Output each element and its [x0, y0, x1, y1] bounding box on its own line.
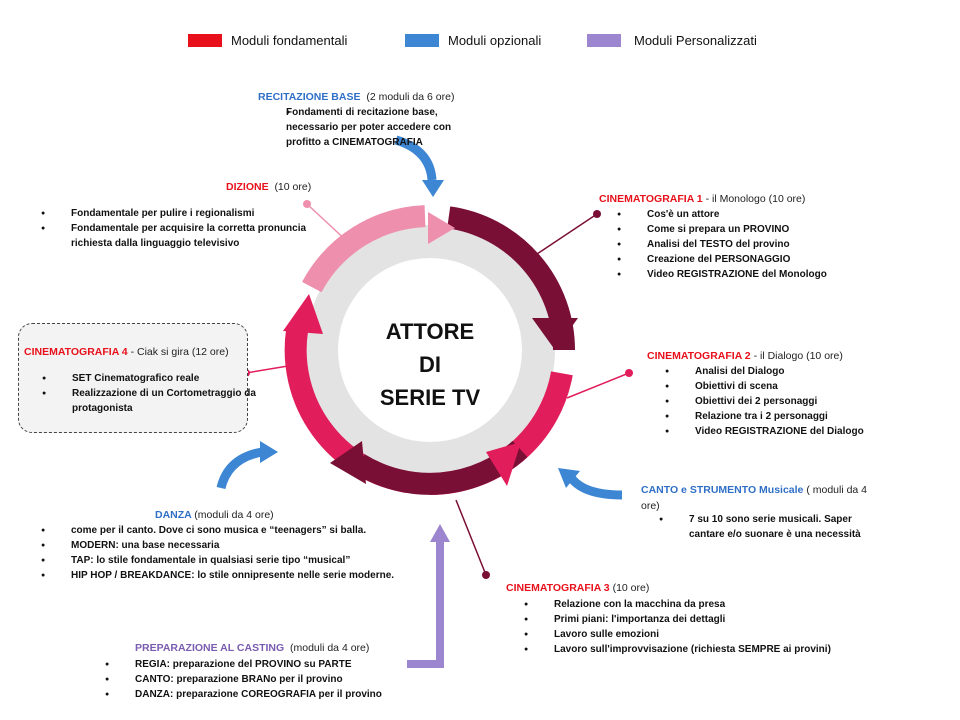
list-item: DANZA: preparazione COREOGRAFIA per il p… — [105, 687, 405, 702]
module-title: PREPARAZIONE AL CASTING — [135, 642, 285, 654]
dot-cine1 — [593, 210, 601, 218]
module-title: DANZA — [155, 509, 192, 521]
list-item: Analisi del TESTO del provino — [617, 237, 877, 252]
list-item: Lavoro sull'improvvisazione (richiesta S… — [524, 642, 854, 657]
legend-label: Moduli opzionali — [448, 33, 542, 48]
module-title: CINEMATOGRAFIA 1 — [599, 193, 703, 205]
legend-swatch-red — [188, 34, 222, 47]
module-title: CINEMATOGRAFIA 3 — [506, 582, 610, 594]
module-hours: (moduli da 4 ore) — [290, 642, 370, 654]
module-hours: (2 moduli da 6 ore) — [366, 91, 455, 103]
module-recitazione: RECITAZIONE BASE (2 moduli da 6 ore) Fon… — [258, 91, 498, 150]
list-item: Relazione tra i 2 personaggi — [665, 409, 905, 424]
module-cine3-title: CINEMATOGRAFIA 3 (10 ore) — [506, 582, 649, 594]
module-casting-title: PREPARAZIONE AL CASTING (moduli da 4 ore… — [135, 642, 369, 654]
list-item: Obiettivi di scena — [665, 379, 905, 394]
arrowhead-dark-bottom — [330, 441, 366, 484]
module-title: CINEMATOGRAFIA 2 — [647, 350, 751, 362]
module-dizione-title: DIZIONE (10 ore) — [226, 181, 311, 193]
module-hours: (moduli da 4 ore) — [194, 509, 274, 521]
arrowhead-left — [283, 294, 323, 334]
module-cine1-title: CINEMATOGRAFIA 1 - il Monologo (10 ore) — [599, 193, 805, 205]
module-title: DIZIONE — [226, 181, 269, 193]
list-item: Video REGISTRAZIONE del Dialogo — [665, 424, 905, 439]
legend-label: Moduli fondamentali — [231, 33, 348, 48]
center-line-1: ATTORE — [385, 319, 475, 344]
connector-cine3 — [455, 499, 487, 576]
arc-top-left — [302, 205, 426, 293]
list-item: Relazione con la macchina da presa — [524, 597, 854, 612]
blue-arrow-right — [566, 473, 623, 500]
blue-arrow-left — [216, 447, 263, 490]
module-hours: - il Dialogo (10 ore) — [753, 350, 843, 362]
legend-personalizzati: Moduli Personalizzati — [587, 33, 757, 48]
module-danza-list: come per il canto. Dove ci sono musica e… — [41, 523, 431, 583]
arrowhead-dark-right — [532, 318, 578, 350]
list-item: Fondamentale per acquisire la corretta p… — [41, 221, 321, 251]
module-hours: - Ciak si gira (12 ore) — [130, 346, 229, 358]
list-item: come per il canto. Dove ci sono musica e… — [41, 523, 431, 538]
list-item: REGIA: preparazione del PROVINO su PARTE — [105, 657, 405, 672]
list-item: MODERN: una base necessaria — [41, 538, 431, 553]
center-line-2: DI — [419, 352, 441, 377]
dot-cine3 — [482, 571, 490, 579]
module-hours: (10 ore) — [274, 181, 312, 193]
list-item: Lavoro sulle emozioni — [524, 627, 854, 642]
module-dizione-list: Fondamentale per pulire i regionalismi F… — [41, 206, 321, 251]
list-item: CANTO: preparazione BRANo per il provino — [105, 672, 405, 687]
list-item: Creazione del PERSONAGGIO — [617, 252, 877, 267]
center-disc — [338, 258, 522, 442]
violet-arrow — [407, 540, 444, 668]
blue-arrowhead-right — [558, 468, 580, 488]
list-item: 7 su 10 sono serie musicali. Saper canta… — [659, 512, 869, 542]
module-canto-title: CANTO e STRUMENTO Musicale ( moduli da 4… — [641, 482, 871, 514]
dot-cine2 — [625, 369, 633, 377]
module-hours: (10 ore) — [612, 582, 650, 594]
module-hours: - il Monologo (10 ore) — [705, 193, 806, 205]
module-cine2-title: CINEMATOGRAFIA 2 - il Dialogo (10 ore) — [647, 350, 843, 362]
arrowhead-crimson — [486, 442, 521, 486]
list-item: HIP HOP / BREAKDANCE: lo stile onniprese… — [41, 568, 431, 583]
module-canto-list: 7 su 10 sono serie musicali. Saper canta… — [659, 512, 869, 542]
list-item: Fondamenti di recitazione base, necessar… — [264, 105, 454, 150]
legend-swatch-blue — [405, 34, 439, 47]
module-hours: ( moduli da 4 ore) — [641, 484, 868, 512]
module-cine3-list: Relazione con la macchina da presa Primi… — [524, 597, 854, 657]
list-item: Video REGISTRAZIONE del Monologo — [617, 267, 877, 282]
legend-opzionali: Moduli opzionali — [405, 33, 541, 48]
center-line-3: SERIE TV — [379, 385, 481, 410]
module-cine1-list: Cos'è un attore Come si prepara un PROVI… — [617, 207, 877, 282]
connector-cine1 — [524, 213, 598, 263]
connector-cine2 — [566, 372, 630, 399]
list-item: Fondamentale per pulire i regionalismi — [41, 206, 321, 221]
legend-swatch-violet — [587, 34, 621, 47]
legend-fondamentali: Moduli fondamentali — [188, 33, 347, 48]
list-item: Primi piani: l'importanza dei dettagli — [524, 612, 854, 627]
module-title: RECITAZIONE BASE — [258, 91, 361, 103]
module-cine4-list: SET Cinematografico reale Realizzazione … — [42, 371, 267, 416]
module-title: CANTO e STRUMENTO Musicale — [641, 484, 804, 496]
list-item: Cos'è un attore — [617, 207, 877, 222]
legend-label: Moduli Personalizzati — [634, 33, 757, 48]
list-item: TAP: lo stile fondamentale in qualsiasi … — [41, 553, 431, 568]
list-item: Come si prepara un PROVINO — [617, 222, 877, 237]
list-item: Obiettivi dei 2 personaggi — [665, 394, 905, 409]
violet-arrowhead — [430, 524, 450, 542]
blue-arrowhead-left — [260, 441, 278, 463]
module-casting-list: REGIA: preparazione del PROVINO su PARTE… — [105, 657, 405, 702]
module-cine4-title: CINEMATOGRAFIA 4 - Ciak si gira (12 ore) — [24, 346, 229, 358]
module-cine2-list: Analisi del Dialogo Obiettivi di scena O… — [665, 364, 905, 439]
list-item: Realizzazione di un Cortometraggio da pr… — [42, 386, 267, 416]
list-item: Analisi del Dialogo — [665, 364, 905, 379]
center-title: ATTORE DI SERIE TV — [350, 315, 510, 414]
blue-arrowhead-top — [422, 180, 444, 197]
list-item: SET Cinematografico reale — [42, 371, 267, 386]
module-title: CINEMATOGRAFIA 4 — [24, 346, 128, 358]
module-danza-title: DANZA (moduli da 4 ore) — [155, 509, 274, 521]
arrowhead-pink — [428, 212, 455, 244]
